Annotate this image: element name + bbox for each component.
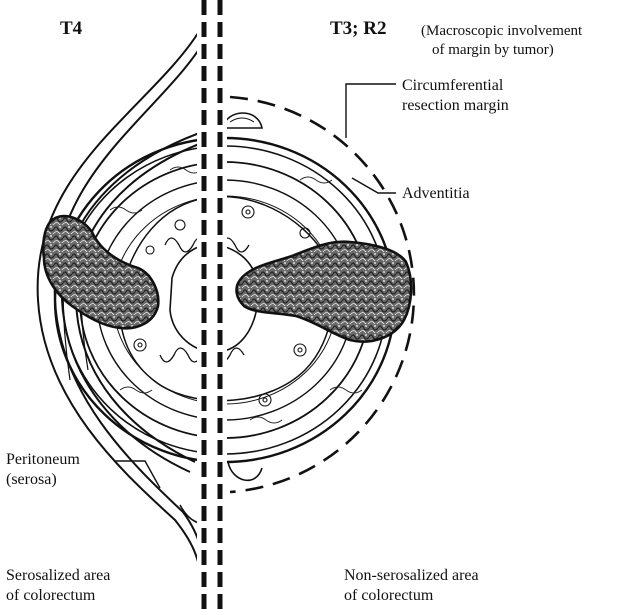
margin-note-line1: (Macroscopic involvement bbox=[421, 23, 583, 39]
peritoneum-label-line1: Peritoneum bbox=[6, 451, 80, 468]
serosalized-caption-line2: of colorectum bbox=[6, 587, 96, 604]
non-serosalized-caption-line2: of colorectum bbox=[344, 587, 434, 604]
tumor-t4 bbox=[41, 214, 160, 330]
crm-label-line2: resection margin bbox=[402, 97, 509, 114]
peritoneum-label-line2: (serosa) bbox=[6, 471, 57, 488]
tumor-t3-r2 bbox=[235, 240, 413, 343]
resection-margin-dashed-line bbox=[229, 95, 416, 494]
adventitia-label: Adventitia bbox=[402, 185, 470, 202]
margin-note-line2: of margin by tumor) bbox=[432, 42, 554, 58]
serosalized-caption-line1: Serosalized area bbox=[6, 567, 111, 584]
stage-label-t3-r2: T3; R2 bbox=[330, 18, 387, 39]
non-serosalized-caption-line1: Non-serosalized area bbox=[344, 567, 479, 584]
center-divider-dashed-lines bbox=[201, 0, 223, 615]
crm-label-line1: Circumferential bbox=[402, 77, 504, 94]
callout-leader-lines bbox=[115, 83, 396, 489]
glands bbox=[133, 205, 311, 407]
stage-label-t4: T4 bbox=[60, 18, 83, 39]
